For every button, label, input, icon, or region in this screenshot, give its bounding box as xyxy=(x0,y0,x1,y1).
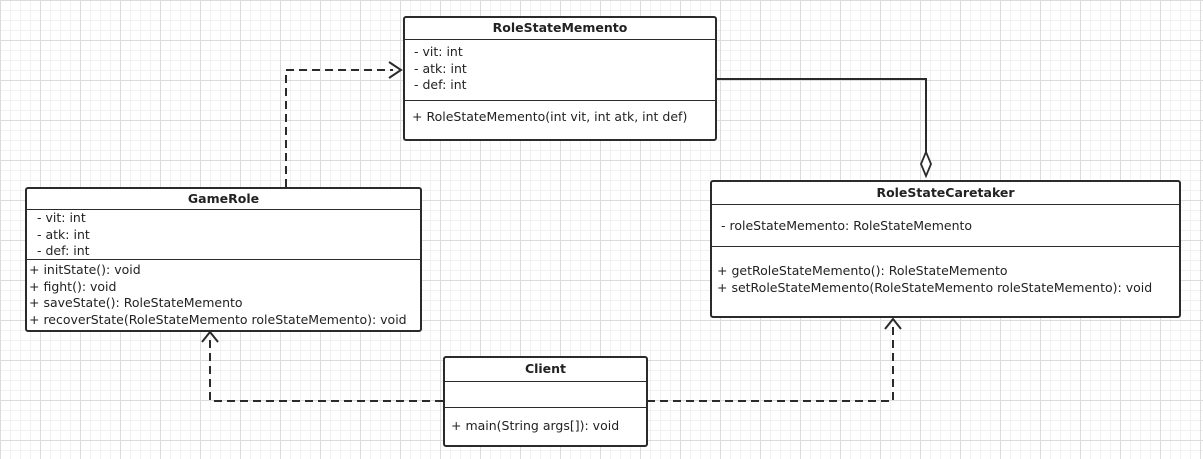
method: + saveState(): RoleStateMemento xyxy=(29,295,243,310)
method: + RoleStateMemento(int vit, int atk, int… xyxy=(412,109,688,124)
dependency-gamerole-to-memento xyxy=(285,69,393,187)
class-name: GameRole xyxy=(27,189,420,210)
methods-section: + getRoleStateMemento(): RoleStateMement… xyxy=(712,247,1179,296)
attribute: - vit: int xyxy=(37,210,86,225)
class-role-state-memento[interactable]: RoleStateMemento - vit: int - atk: int -… xyxy=(403,16,717,141)
open-arrowhead-gamerole xyxy=(201,330,219,343)
class-name: Client xyxy=(445,358,646,382)
method: + recoverState(RoleStateMemento roleStat… xyxy=(29,311,407,327)
class-role-state-caretaker[interactable]: RoleStateCaretaker - roleStateMemento: R… xyxy=(710,180,1181,318)
attribute: - def: int xyxy=(37,243,90,258)
methods-section: + main(String args[]): void xyxy=(445,408,646,435)
methods-section: + initState(): void + fight(): void + sa… xyxy=(27,260,420,328)
methods-section: + RoleStateMemento(int vit, int atk, int… xyxy=(405,101,715,126)
attribute: - atk: int xyxy=(414,60,467,76)
method: + initState(): void xyxy=(29,262,141,277)
class-name: RoleStateCaretaker xyxy=(712,182,1179,205)
open-arrowhead-memento xyxy=(388,61,403,79)
dependency-client-to-caretaker xyxy=(647,325,894,402)
attribute: - roleStateMemento: RoleStateMemento xyxy=(721,218,973,233)
class-name: RoleStateMemento xyxy=(405,18,715,40)
dependency-client-to-gamerole xyxy=(209,338,443,402)
method: + getRoleStateMemento(): RoleStateMement… xyxy=(717,263,1008,278)
method: + setRoleStateMemento(RoleStateMemento r… xyxy=(717,279,1153,295)
open-arrowhead-caretaker xyxy=(884,317,902,330)
method: + fight(): void xyxy=(29,278,117,294)
attributes-section: - vit: int - atk: int - def: int xyxy=(405,40,715,101)
attributes-section: - roleStateMemento: RoleStateMemento xyxy=(712,205,1179,247)
attribute: - def: int xyxy=(414,77,467,92)
attributes-section: - vit: int - atk: int - def: int xyxy=(27,210,420,260)
aggregation-line xyxy=(716,78,927,152)
attribute: - atk: int xyxy=(37,226,90,242)
class-game-role[interactable]: GameRole - vit: int - atk: int - def: in… xyxy=(25,187,422,332)
method: + main(String args[]): void xyxy=(451,418,620,433)
attributes-section xyxy=(445,382,646,408)
attribute: - vit: int xyxy=(414,44,463,59)
class-client[interactable]: Client + main(String args[]): void xyxy=(443,356,648,447)
aggregation-diamond xyxy=(920,149,932,179)
